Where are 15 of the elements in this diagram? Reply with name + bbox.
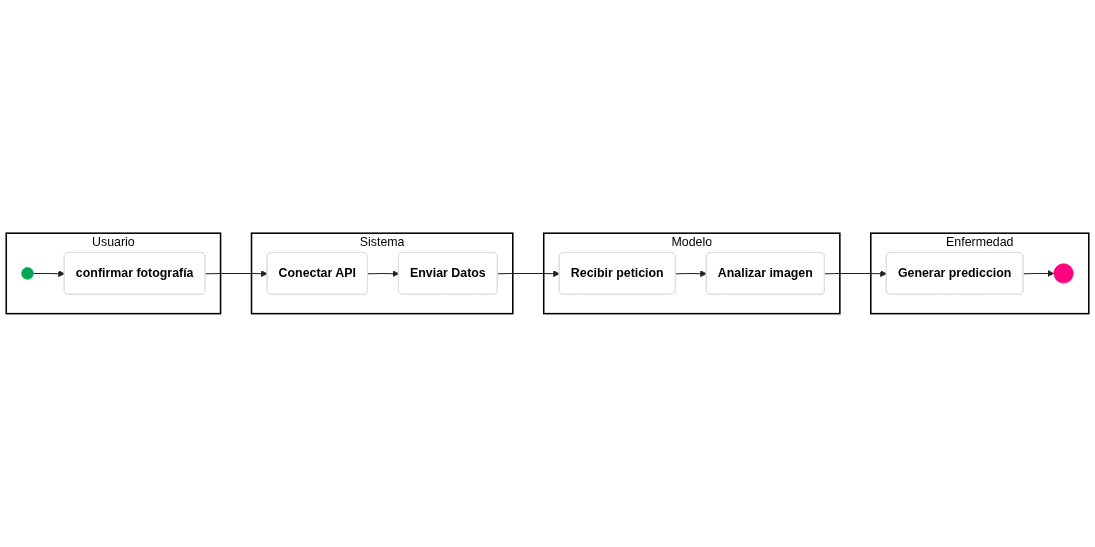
- arrow: [1022, 270, 1055, 277]
- arrow: [32, 270, 65, 278]
- node-text: Conectar API: [278, 266, 356, 280]
- node-text: Enviar Datos: [410, 266, 486, 280]
- node-circle: [21, 267, 34, 280]
- arrow: [204, 270, 268, 278]
- node-circle: [1053, 263, 1074, 284]
- arrow: [497, 270, 560, 278]
- node-text: Recibir peticion: [570, 266, 664, 280]
- node-text: confirmar fotografía: [75, 266, 194, 280]
- arrow: [367, 270, 400, 278]
- arrow: [675, 270, 707, 278]
- node-text: Generar prediccion: [897, 266, 1012, 280]
- node-text: Analizar imagen: [717, 266, 813, 280]
- arrow: [824, 270, 887, 278]
